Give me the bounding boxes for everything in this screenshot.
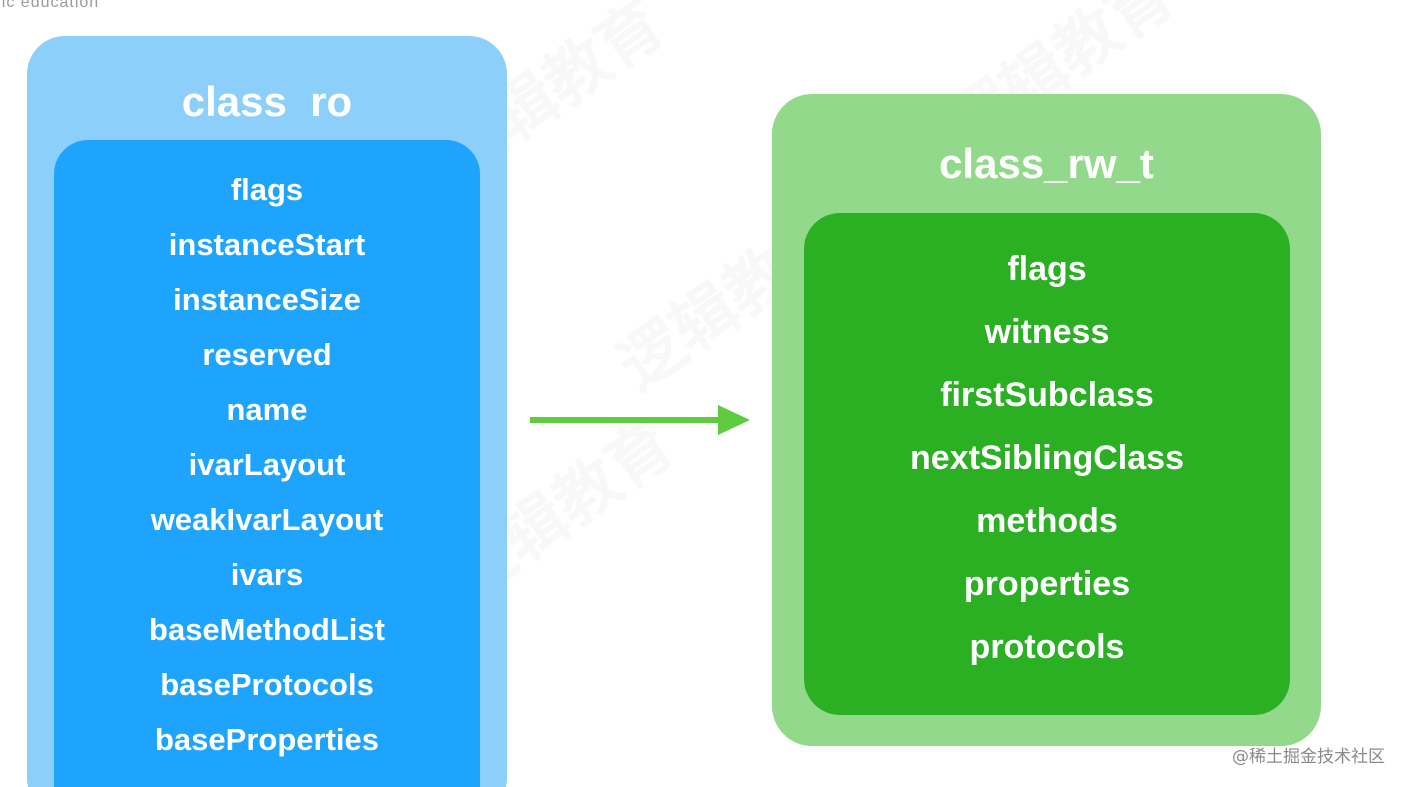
- rw-field: flags: [1007, 250, 1087, 288]
- rw-field: nextSiblingClass: [910, 439, 1184, 477]
- top-caption: ogic education: [0, 0, 100, 11]
- rw-field: protocols: [969, 628, 1125, 666]
- ro-field: ivars: [230, 557, 304, 592]
- rw-field: witness: [984, 313, 1110, 351]
- class-ro-field-panel: [54, 140, 480, 787]
- ro-field: flags: [230, 172, 304, 207]
- class-ro-field-list: flags instanceStart instanceSize reserve…: [54, 162, 480, 767]
- class-rw-t-title: class_rw_t: [939, 140, 1154, 187]
- ro-field: instanceStart: [168, 227, 366, 262]
- ro-field: reserved: [202, 337, 332, 372]
- ro-field: ivarLayout: [188, 447, 346, 482]
- ro-field: instanceSize: [173, 282, 361, 317]
- class-ro-title: class ro: [181, 78, 353, 125]
- ro-field: baseProperties: [155, 722, 379, 757]
- site-credit: @稀土掘金技术社区: [1232, 747, 1385, 767]
- ro-field: baseMethodList: [149, 612, 385, 647]
- class-rw-t-field-panel: [804, 213, 1290, 715]
- rw-field: methods: [976, 502, 1118, 540]
- class-rw-t-field-list: flags witness firstSubclass nextSiblingC…: [804, 238, 1290, 679]
- ro-field: name: [226, 392, 308, 427]
- ro-field: weakIvarLayout: [150, 502, 384, 537]
- ro-field: baseProtocols: [160, 667, 374, 702]
- rw-field: properties: [963, 565, 1131, 603]
- rw-field: firstSubclass: [940, 376, 1154, 414]
- right-arrow-icon: [530, 405, 750, 435]
